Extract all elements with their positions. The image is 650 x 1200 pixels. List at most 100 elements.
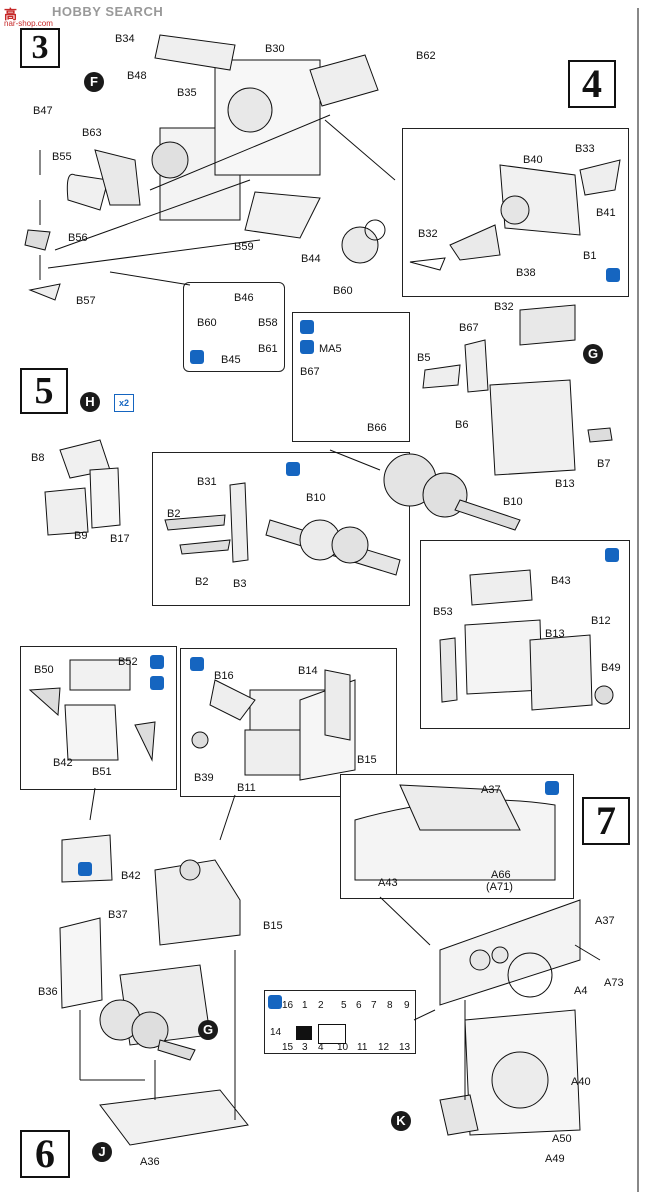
- part-label: B51: [92, 766, 112, 778]
- part-label: B1: [583, 250, 597, 262]
- paint-brush-icon: [286, 462, 300, 476]
- decal-number: 11: [357, 1042, 368, 1053]
- part-label: B62: [416, 50, 436, 62]
- part-label: B60: [197, 317, 217, 329]
- part-label: B11: [237, 782, 256, 794]
- part-label: B45: [221, 354, 241, 366]
- part-label: B52: [118, 656, 138, 668]
- part-label: A36: [140, 1156, 160, 1168]
- part-label: B2: [167, 508, 181, 520]
- paint-brush-icon: [190, 350, 204, 364]
- part-label: B10: [306, 492, 326, 504]
- part-label: B41: [596, 207, 616, 219]
- part-label: B32: [494, 301, 514, 313]
- decal-number: 9: [404, 1000, 410, 1011]
- part-label: B61: [258, 343, 278, 355]
- marker-g-top: G: [583, 344, 603, 364]
- part-label: B56: [68, 232, 88, 244]
- decal-icon: [300, 340, 314, 354]
- part-label: B59: [234, 241, 254, 253]
- paint-brush-icon: [605, 548, 619, 562]
- part-label: B49: [601, 662, 621, 674]
- paint-brush-icon: [190, 657, 204, 671]
- part-label: A37: [595, 915, 615, 927]
- part-label: B55: [52, 151, 72, 163]
- part-label: A66: [491, 869, 511, 881]
- part-label: B66: [367, 422, 387, 434]
- part-label: B31: [197, 476, 217, 488]
- part-label: B15: [357, 754, 377, 766]
- step-6-box: 6: [20, 1130, 70, 1178]
- decal-swatch-block: [296, 1026, 312, 1040]
- marker-f: F: [84, 72, 104, 92]
- part-label: B63: [82, 127, 102, 139]
- part-label: B10: [503, 496, 523, 508]
- part-label: B60: [333, 285, 353, 297]
- part-label: A43: [378, 877, 398, 889]
- paint-brush-icon: [268, 995, 282, 1009]
- decal-panel-gauge: [318, 1024, 346, 1044]
- part-label: A50: [552, 1133, 572, 1145]
- part-label: B6: [455, 419, 469, 431]
- part-label: B48: [127, 70, 147, 82]
- part-label: B67: [459, 322, 479, 334]
- part-label: A37: [481, 784, 501, 796]
- marker-k: K: [391, 1111, 411, 1131]
- part-label: B7: [597, 458, 611, 470]
- marker-h: H: [80, 392, 100, 412]
- part-label: B13: [555, 478, 575, 490]
- part-label: A40: [571, 1076, 591, 1088]
- decal-number: 12: [378, 1042, 390, 1053]
- decal-number: 6: [356, 1000, 362, 1011]
- watermark-cn: 高: [4, 7, 18, 22]
- part-label: B37: [108, 909, 128, 921]
- part-label: B57: [76, 295, 96, 307]
- decal-number: 2: [318, 1000, 324, 1011]
- glue-icon: [78, 862, 92, 876]
- part-label: B32: [418, 228, 438, 240]
- part-label: B13: [545, 628, 565, 640]
- part-label: MA5: [319, 343, 342, 355]
- decal-number: 16: [282, 1000, 294, 1011]
- part-label: B40: [523, 154, 543, 166]
- paint-brush-icon: [300, 320, 314, 334]
- part-label: B12: [591, 615, 611, 627]
- part-label: B5: [417, 352, 431, 364]
- watermark-brand: HOBBY SEARCH: [52, 4, 164, 19]
- repeat-x2-icon: x2: [114, 394, 134, 412]
- decal-number: 4: [318, 1042, 324, 1053]
- part-label: B44: [301, 253, 321, 265]
- part-label: A73: [604, 977, 624, 989]
- decal-number: 10: [337, 1042, 349, 1053]
- part-label: B15: [263, 920, 283, 932]
- decal-number: 1: [302, 1000, 308, 1011]
- part-label: B38: [516, 267, 536, 279]
- decal-number: 3: [302, 1042, 308, 1053]
- part-label: B42: [53, 757, 73, 769]
- part-label: B36: [38, 986, 58, 998]
- part-label: B17: [110, 533, 130, 545]
- part-label: (A71): [486, 881, 513, 893]
- part-label: B8: [31, 452, 45, 464]
- part-label: B16: [214, 670, 234, 682]
- marker-j: J: [92, 1142, 112, 1162]
- decal-number: 13: [399, 1042, 411, 1053]
- glue-icon: [150, 676, 164, 690]
- part-label: B46: [234, 292, 254, 304]
- part-label: B53: [433, 606, 453, 618]
- part-label: B39: [194, 772, 214, 784]
- step-3-box: 3: [20, 28, 60, 68]
- decal-number: 14: [270, 1027, 282, 1038]
- part-label: A4: [574, 985, 588, 997]
- step-5-box: 5: [20, 368, 68, 414]
- paint-brush-icon: [150, 655, 164, 669]
- part-label: B9: [74, 530, 88, 542]
- part-label: B67: [300, 366, 320, 378]
- part-label: B35: [177, 87, 197, 99]
- marker-g-bottom: G: [198, 1020, 218, 1040]
- step-4-box: 4: [568, 60, 616, 108]
- part-label: B58: [258, 317, 278, 329]
- part-label: B2: [195, 576, 209, 588]
- decal-number: 7: [371, 1000, 377, 1011]
